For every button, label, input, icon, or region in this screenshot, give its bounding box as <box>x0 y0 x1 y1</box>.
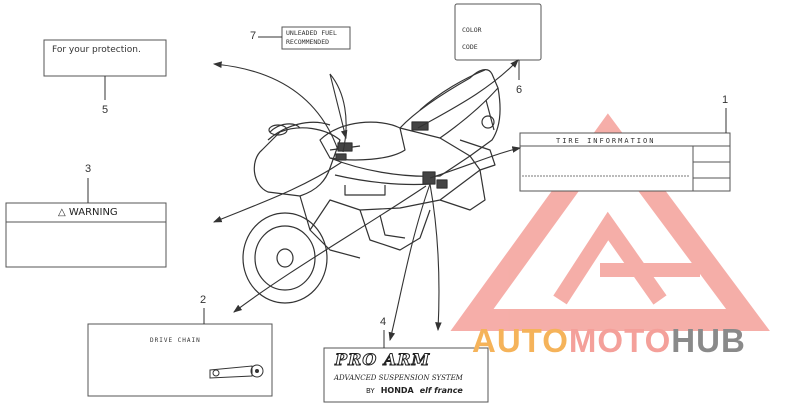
callout-3: 3 <box>85 163 92 175</box>
watermark-text: AUTOMOTOHUB <box>472 322 746 360</box>
drive-chain-text: DRIVE CHAIN <box>150 337 201 344</box>
warning-text: WARNING <box>68 207 118 218</box>
watermark-triangle <box>450 113 770 331</box>
proarm-subtitle: ADVANCED SUSPENSION SYSTEM <box>334 374 463 382</box>
callout-1: 1 <box>722 94 729 106</box>
unleaded-line2: RECOMMENDED <box>286 38 330 46</box>
color-code-label-box <box>454 3 542 61</box>
front-wheel <box>242 212 328 304</box>
proarm-by-line: BY HONDA elf france <box>366 386 463 395</box>
callout-5: 5 <box>102 104 109 116</box>
proarm-logo-text: PRO ARM <box>334 350 431 370</box>
code-text: CODE <box>462 43 478 51</box>
warning-label-box <box>5 202 167 268</box>
watermark-hub: HUB <box>671 322 746 359</box>
color-text: COLOR <box>462 26 482 34</box>
chain-adjust-icon <box>209 364 264 379</box>
warning-triangle-icon: △ <box>58 207 66 218</box>
callout-4: 4 <box>380 316 387 328</box>
tire-info-text: TIRE INFORMATION <box>556 137 656 145</box>
callout-2: 2 <box>200 294 207 306</box>
motorcycle-drawing <box>242 69 501 304</box>
protection-label-box <box>43 39 167 77</box>
callout-6: 6 <box>516 84 523 96</box>
protection-text: For your protection. <box>52 45 141 55</box>
watermark-moto: MOTO <box>568 322 672 359</box>
drive-chain-label-box <box>87 323 273 397</box>
watermark-auto: AUTO <box>472 322 569 359</box>
proarm-by: BY <box>366 387 375 395</box>
leader-arrows <box>212 59 522 342</box>
unleaded-label-box <box>281 26 351 50</box>
proarm-brand-honda: HONDA <box>380 386 414 395</box>
proarm-label-box <box>323 347 489 403</box>
proarm-brand-elf: elf france <box>419 386 463 395</box>
warning-heading: △ WARNING <box>58 207 118 218</box>
callout-7: 7 <box>250 30 257 42</box>
unleaded-line1: UNLEADED FUEL <box>286 29 337 37</box>
